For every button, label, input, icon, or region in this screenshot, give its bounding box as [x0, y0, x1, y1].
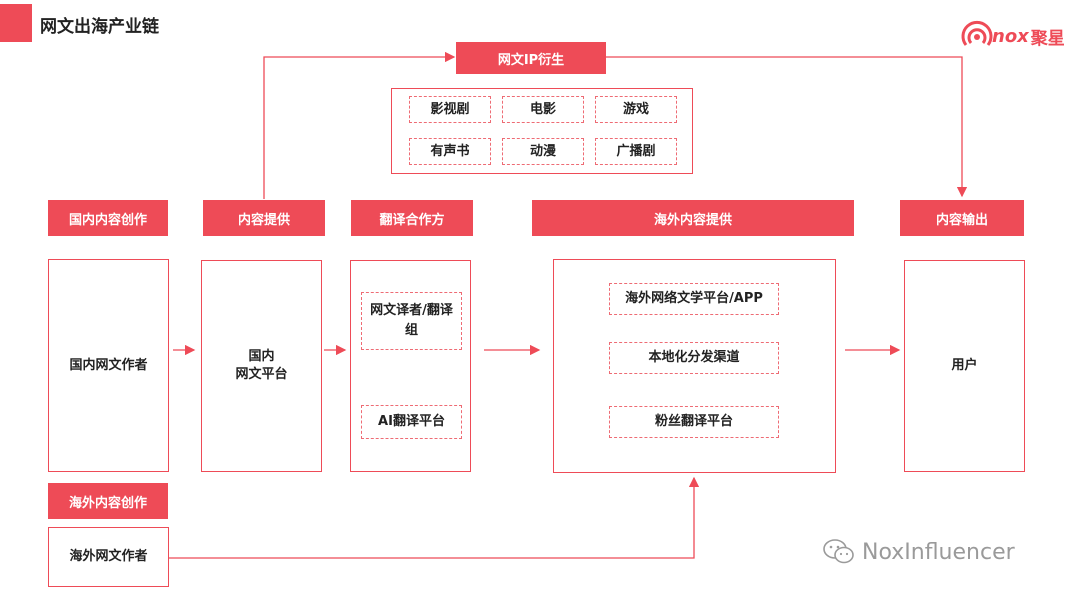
stage-overseas-creation: 海外内容创作	[48, 483, 168, 519]
nox-logo: nox 聚星	[960, 18, 1070, 54]
platform-line-1: 国内	[248, 349, 275, 364]
stage-overseas-supply: 海外内容提供	[532, 200, 854, 236]
translator-group: 网文译者/翻译组	[361, 292, 462, 350]
ai-translation-platform: AI翻译平台	[361, 405, 462, 439]
connector-ip-to-output	[606, 56, 968, 198]
platform-line-2: 网文平台	[235, 367, 288, 382]
stage-content-supply: 内容提供	[203, 200, 325, 236]
fan-translation-platform: 粉丝翻译平台	[609, 406, 779, 438]
header-accent-bar	[0, 4, 32, 42]
overseas-literature-platform: 海外网络文学平台/APP	[609, 283, 779, 315]
box-domestic-platform: 国内 网文平台	[201, 260, 322, 472]
logo-latin: nox	[992, 25, 1029, 47]
watermark: NoxInfluencer	[822, 538, 1015, 566]
box-domestic-author: 国内网文作者	[48, 259, 169, 472]
ip-container	[391, 88, 693, 174]
connector-platform-to-ip	[263, 51, 456, 199]
wechat-icon	[823, 539, 854, 564]
connector-overseas-author-to-platform	[169, 476, 700, 559]
ip-item-movie: 电影	[502, 96, 584, 123]
page-title: 网文出海产业链	[40, 17, 159, 37]
box-overseas-author: 海外网文作者	[48, 527, 169, 587]
ip-item-anime: 动漫	[502, 138, 584, 165]
logo-chinese: 聚星	[1030, 28, 1065, 49]
localization-channel: 本地化分发渠道	[609, 342, 779, 374]
stage-translation: 翻译合作方	[351, 200, 473, 236]
box-user: 用户	[904, 260, 1025, 472]
stage-output: 内容输出	[900, 200, 1024, 236]
stage-domestic-creation: 国内内容创作	[48, 200, 168, 236]
ip-item-radio-drama: 广播剧	[595, 138, 677, 165]
ip-item-game: 游戏	[595, 96, 677, 123]
signal-logo-icon	[961, 20, 993, 46]
ip-title: 网文IP衍生	[456, 42, 606, 74]
watermark-text: NoxInfluencer	[862, 539, 1015, 565]
ip-item-film-tv: 影视剧	[409, 96, 491, 123]
ip-item-audiobook: 有声书	[409, 138, 491, 165]
box-translation	[350, 260, 471, 472]
